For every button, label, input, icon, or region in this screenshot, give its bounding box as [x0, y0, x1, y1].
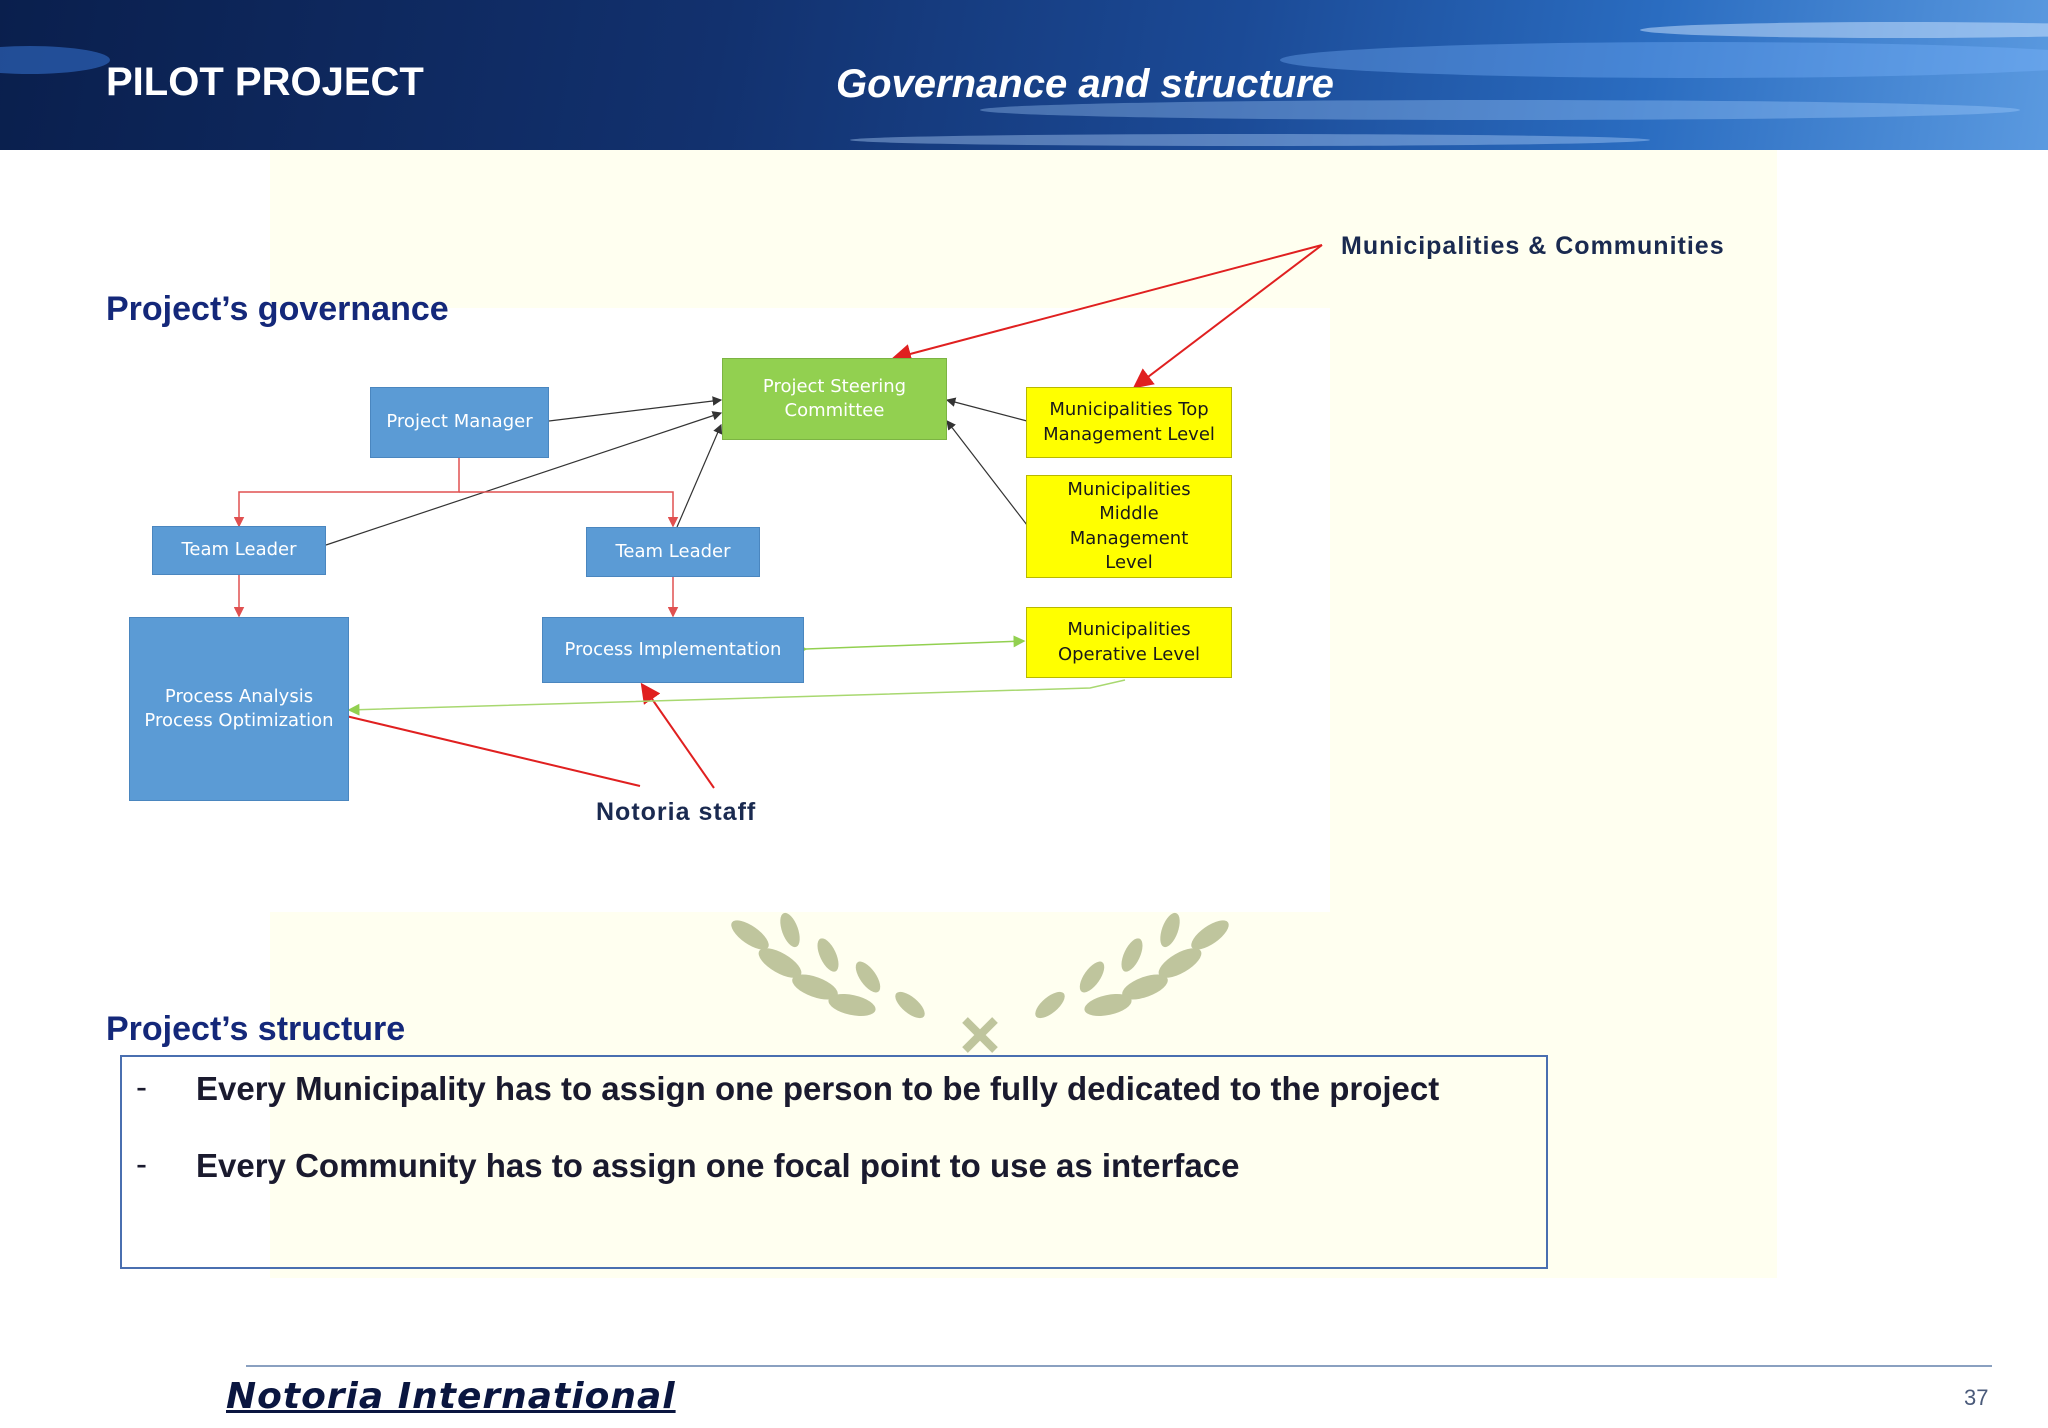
muni-operative-box: Municipalities Operative Level [1026, 607, 1232, 678]
header-decoration [0, 22, 2048, 146]
bullet-marker: - [136, 1068, 147, 1105]
structure-item: Every Municipality has to assign one per… [196, 1070, 1440, 1107]
process-analysis-box: Process Analysis Process Optimization [129, 617, 349, 801]
municipalities-annotation: Municipalities & Communities [1341, 232, 1725, 260]
annotation-arrow [891, 244, 1323, 364]
notoria-staff-annotation: Notoria staff [596, 798, 757, 826]
process-implementation-box: Process Implementation [542, 617, 804, 683]
section-label: PILOT PROJECT [106, 60, 424, 104]
muni-middle-management-box: Municipalities Middle Management Level [1026, 475, 1232, 578]
team-leader-right-box: Team Leader [586, 527, 760, 577]
team-leader-left-box: Team Leader [152, 526, 326, 575]
page-number: 37 [1964, 1385, 1989, 1410]
structure-box [120, 1055, 1548, 1269]
structure-title: Project’s structure [106, 1010, 406, 1048]
steering-committee-box: Project Steering Committee [722, 358, 947, 440]
muni-top-management-box: Municipalities Top Management Level [1026, 387, 1232, 458]
header-banner: PILOT PROJECT Governance and structure [0, 0, 2048, 150]
annotation-arrow [1132, 244, 1323, 389]
staff-arrow [640, 682, 715, 789]
company-name: Notoria International [226, 1376, 676, 1417]
laurel-watermark [731, 912, 1229, 1053]
staff-arrow [345, 715, 641, 787]
structure-item: Every Community has to assign one focal … [196, 1147, 1240, 1184]
bullet-marker: - [136, 1145, 147, 1182]
footer-divider [246, 1365, 1992, 1367]
project-manager-box: Project Manager [370, 387, 549, 458]
governance-title: Project’s governance [106, 290, 449, 328]
slide-title: Governance and structure [836, 62, 1334, 106]
